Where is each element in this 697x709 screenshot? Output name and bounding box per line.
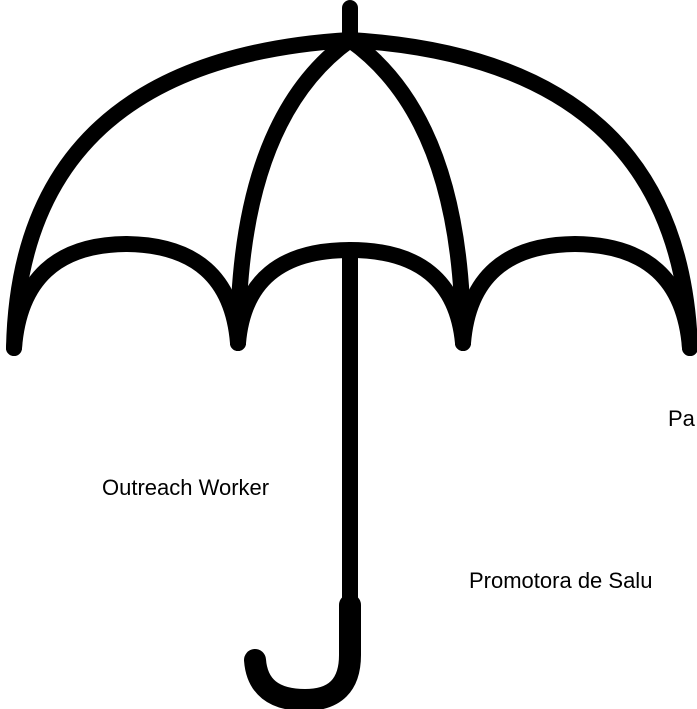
- umbrella-rib-left: [230, 32, 358, 351]
- umbrella-scallop-1: [6, 236, 246, 356]
- umbrella-scallop-3: [455, 236, 697, 356]
- label-promotora: Promotora de Salu: [469, 568, 653, 593]
- umbrella-handle: [244, 594, 361, 709]
- label-outreach-worker: Outreach Worker: [102, 475, 270, 500]
- umbrella-rib-right: [342, 32, 471, 351]
- label-partial-right: Pa: [668, 406, 695, 431]
